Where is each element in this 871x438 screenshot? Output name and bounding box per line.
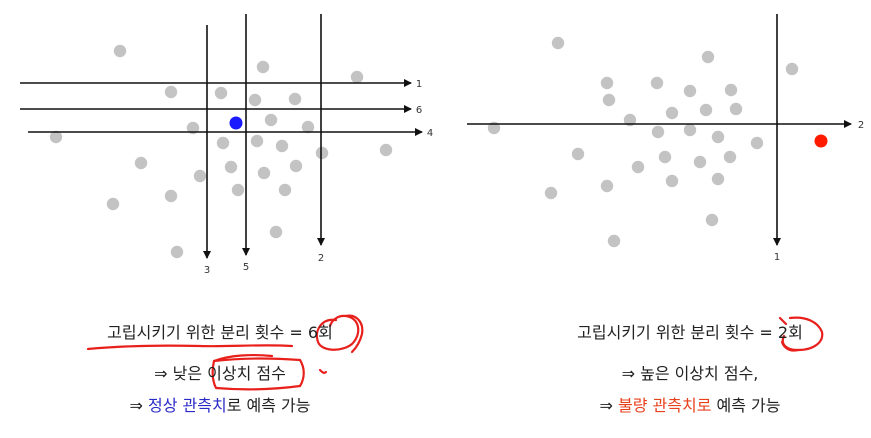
right-caption-anomaly-highlight: 불량 관측치로 bbox=[618, 396, 712, 415]
data-point bbox=[600, 179, 614, 193]
left-split-label: 2 bbox=[318, 253, 324, 264]
data-point bbox=[216, 136, 230, 150]
data-point bbox=[658, 150, 672, 164]
data-point bbox=[256, 60, 270, 74]
data-point bbox=[683, 84, 697, 98]
data-point bbox=[711, 172, 725, 186]
data-point bbox=[600, 76, 614, 90]
red-annotation-stroke bbox=[212, 353, 274, 363]
data-point bbox=[231, 183, 245, 197]
left-caption-prediction-prefix: ⇒ bbox=[129, 396, 149, 415]
data-point bbox=[607, 234, 621, 248]
left-caption-score: ⇒ 낮은 이상치 점수 bbox=[154, 364, 286, 383]
data-point bbox=[257, 166, 271, 180]
data-point bbox=[186, 121, 200, 135]
data-point bbox=[170, 245, 184, 259]
data-point bbox=[699, 103, 713, 117]
data-point bbox=[269, 225, 283, 239]
data-point bbox=[711, 130, 725, 144]
right-caption-prediction-suffix: 예측 가능 bbox=[711, 396, 781, 415]
data-point bbox=[729, 102, 743, 116]
data-point bbox=[723, 150, 737, 164]
data-point bbox=[49, 130, 63, 144]
red-annotation-stroke bbox=[211, 357, 305, 391]
left-split-label: 1 bbox=[416, 79, 422, 90]
data-point bbox=[683, 123, 697, 137]
left-caption-split-count: 고립시키기 위한 분리 횟수 = 6회 bbox=[107, 323, 333, 342]
data-point bbox=[750, 136, 764, 150]
split-lines bbox=[20, 14, 852, 259]
anomaly-point bbox=[814, 134, 828, 148]
data-point bbox=[134, 156, 148, 170]
data-point bbox=[631, 160, 645, 174]
red-annotation-stroke bbox=[86, 344, 294, 351]
red-annotation-stroke bbox=[315, 314, 360, 351]
data-point bbox=[214, 86, 228, 100]
data-point bbox=[250, 134, 264, 148]
data-point bbox=[379, 143, 393, 157]
data-point bbox=[248, 93, 262, 107]
data-point bbox=[224, 160, 238, 174]
data-point bbox=[193, 169, 207, 183]
left-caption-prediction: ⇒ 정상 관측치로 예측 가능 bbox=[130, 396, 311, 416]
data-point bbox=[288, 92, 302, 106]
data-point bbox=[289, 159, 303, 173]
data-point bbox=[571, 147, 585, 161]
handwritten-annotations bbox=[86, 314, 824, 391]
data-point bbox=[164, 189, 178, 203]
data-point bbox=[665, 174, 679, 188]
data-point bbox=[705, 213, 719, 227]
right-caption-prediction-prefix: ⇒ bbox=[599, 396, 619, 415]
right-split-label: 2 bbox=[858, 120, 864, 131]
left-split-label: 5 bbox=[243, 262, 249, 273]
left-split-label: 3 bbox=[204, 265, 210, 276]
right-caption-prediction: ⇒ 불량 관측치로 예측 가능 bbox=[600, 396, 781, 416]
data-point bbox=[551, 36, 565, 50]
right-split-label: 1 bbox=[774, 252, 780, 263]
data-point bbox=[665, 106, 679, 120]
red-annotation-stroke bbox=[780, 340, 800, 352]
left-scatter-points bbox=[49, 44, 393, 259]
data-point bbox=[315, 146, 329, 160]
data-point bbox=[693, 155, 707, 169]
data-point bbox=[301, 120, 315, 134]
data-point bbox=[544, 186, 558, 200]
data-point bbox=[724, 83, 738, 97]
data-point bbox=[650, 76, 664, 90]
data-point bbox=[106, 197, 120, 211]
data-point bbox=[113, 44, 127, 58]
data-point bbox=[487, 121, 501, 135]
left-split-label: 6 bbox=[416, 105, 422, 116]
left-split-label: 4 bbox=[427, 128, 433, 139]
red-annotation-stroke bbox=[778, 316, 788, 326]
data-point bbox=[164, 85, 178, 99]
data-point bbox=[623, 113, 637, 127]
data-point bbox=[701, 50, 715, 64]
data-point bbox=[278, 183, 292, 197]
data-point bbox=[275, 139, 289, 153]
red-annotation-stroke bbox=[318, 368, 328, 374]
split-labels: 1 6 4 3 5 2 2 1 bbox=[204, 79, 864, 276]
red-annotation-stroke bbox=[344, 314, 364, 354]
right-caption-score: ⇒ 높은 이상치 점수, bbox=[621, 364, 759, 383]
left-caption-prediction-suffix: 로 예측 가능 bbox=[226, 396, 311, 415]
data-point bbox=[651, 125, 665, 139]
data-point bbox=[785, 62, 799, 76]
data-point bbox=[264, 113, 278, 127]
left-caption-normal-highlight: 정상 관측치 bbox=[148, 396, 227, 415]
data-point bbox=[350, 70, 364, 84]
data-point bbox=[602, 93, 616, 107]
normal-point bbox=[229, 116, 243, 130]
right-scatter-points bbox=[487, 36, 828, 248]
right-caption-split-count: 고립시키기 위한 분리 횟수 = 2회 bbox=[577, 323, 803, 342]
